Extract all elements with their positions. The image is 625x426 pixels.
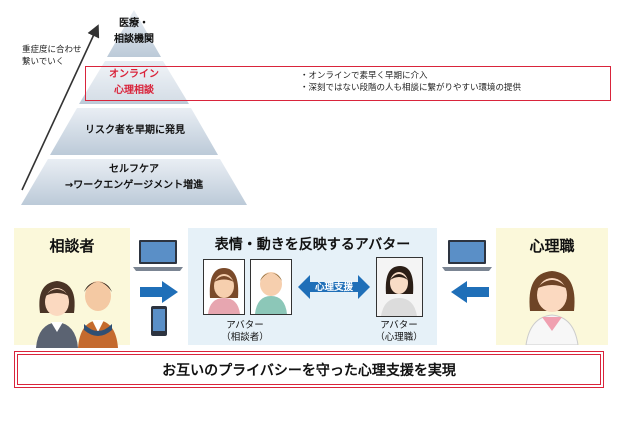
avatar-consultee-woman [203,259,245,315]
consultee-devices [133,240,183,336]
caption-left-line-2: （相談者） [221,332,269,343]
woman-consultee-icon [36,281,78,348]
pyramid-tier-top [107,10,161,57]
laptop-icon [133,240,183,271]
tier-risk-line-1: リスク者を早期に発見 [85,125,185,136]
support-label: 心理支援 [314,282,353,293]
psychologist-avatar-icon [377,258,422,316]
pyramid-tier-3 [50,108,218,155]
psychologist-panel: 心理職 [496,228,608,345]
online-points: ・オンラインで素早く早期に介入 ・深刻ではない段階の人も相談に繋がりやすい環境の… [300,70,605,94]
man-consultee-icon [78,281,118,348]
man-avatar-icon [251,260,291,314]
caption-right-line-1: アバター [380,320,418,331]
online-point: ・深刻ではない段階の人も相談に繋がりやすい環境の提供 [300,83,522,93]
online-point: ・オンラインで素早く早期に介入 [300,71,428,81]
consultee-title: 相談者 [49,237,95,255]
arrow-left-icon [451,281,489,303]
psych-laptop [442,240,492,271]
tier-medical-line-2: 相談機関 [114,34,154,45]
pyramid-tier-4 [21,159,247,205]
privacy-banner: お互いのプライバシーを守った心理支援を実現 [14,351,604,388]
caption-right-line-2: （心理職） [375,332,423,343]
tier-medical: 医療・ 相談機関 [84,17,184,57]
severity-note: 重症度に合わせ 繋いでいく [22,44,112,68]
privacy-banner-text: お互いのプライバシーを守った心理支援を実現 [162,362,456,379]
pyramid-graphic [21,10,247,205]
psychologist-woman-icon [525,271,579,345]
tier-medical-line-1: 医療・ [119,18,149,29]
psychologist-illustration [525,271,579,345]
tier-selfcare-line-1: セルフケア [109,164,159,175]
caption-left-line-1: アバター [226,320,264,331]
tier-online-line-2: 心理相談 [114,85,154,96]
severity-arrow [21,24,100,191]
consultee-people-illustration [36,281,118,348]
psychologist-title: 心理職 [529,237,575,255]
severity-note-line-1: 重症度に合わせ [22,45,82,55]
avatar-consultee-caption: アバター （相談者） [200,320,290,344]
severity-note-line-2: 繋いでいく [22,57,65,67]
tier-online: オンライン 心理相談 [84,66,184,100]
consultee-panel: 相談者 [14,228,130,348]
arrow-right-icon [140,281,178,303]
tier-selfcare-line-2: →ワークエンゲージメント増進 [64,180,204,191]
avatar-panel-title: 表情・動きを反映するアバター [214,237,411,253]
pyramid-tier-2 [79,61,189,104]
phone-icon [151,306,167,336]
woman-avatar-icon [204,260,244,314]
avatar-psychologist-caption: アバター （心理職） [354,320,444,344]
avatar-consultee-man [250,259,292,315]
online-highlight-box [85,66,611,101]
laptop-icon [442,240,492,271]
double-arrow-icon [298,275,370,299]
tier-online-line-1: オンライン [109,69,159,80]
avatar-psychologist [376,257,423,317]
